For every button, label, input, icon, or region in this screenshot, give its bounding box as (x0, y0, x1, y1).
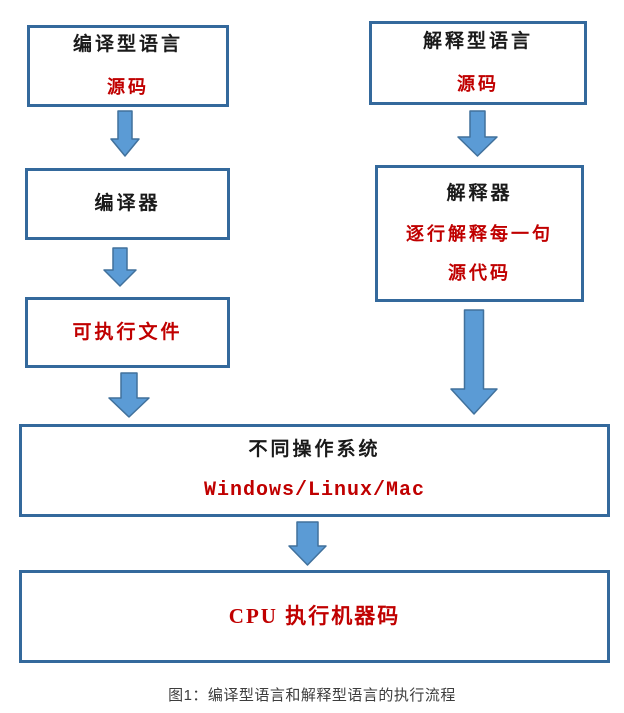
compiled-language-title: 编译型语言 (72, 34, 183, 56)
down-arrow-icon (110, 110, 140, 157)
compiler-box: 编译器 (25, 168, 230, 240)
interpreter-source-code-label: 源代码 (448, 263, 511, 284)
down-arrow-icon (450, 309, 498, 415)
down-arrow-icon (288, 521, 327, 566)
figure-caption: 图1：编译型语言和解释型语言的执行流程 (168, 687, 456, 704)
interpreter-title: 解释器 (446, 182, 513, 204)
operating-system-box: 不同操作系统 Windows/Linux/Mac (19, 424, 610, 517)
executable-file-title: 可执行文件 (72, 321, 183, 343)
down-arrow-icon (457, 110, 498, 157)
cpu-execute-box: CPU 执行机器码 (19, 570, 610, 663)
interpreted-language-title: 解释型语言 (422, 31, 533, 53)
operating-system-list: Windows/Linux/Mac (203, 479, 426, 503)
compiler-title: 编译器 (94, 193, 161, 215)
compiled-language-source-box: 编译型语言 源码 (27, 25, 229, 107)
executable-file-box: 可执行文件 (25, 297, 230, 368)
operating-system-title: 不同操作系统 (248, 438, 381, 460)
cpu-execute-title: CPU 执行机器码 (228, 603, 401, 628)
interpreted-language-source-box: 解释型语言 源码 (369, 21, 587, 105)
compiled-source-code-label: 源码 (107, 77, 149, 98)
down-arrow-icon (108, 372, 150, 418)
down-arrow-icon (103, 247, 137, 287)
interpreted-source-code-label: 源码 (457, 74, 499, 95)
interpreter-line-by-line-label: 逐行解释每一句 (406, 223, 553, 244)
interpreter-box: 解释器 逐行解释每一句 源代码 (375, 165, 584, 302)
